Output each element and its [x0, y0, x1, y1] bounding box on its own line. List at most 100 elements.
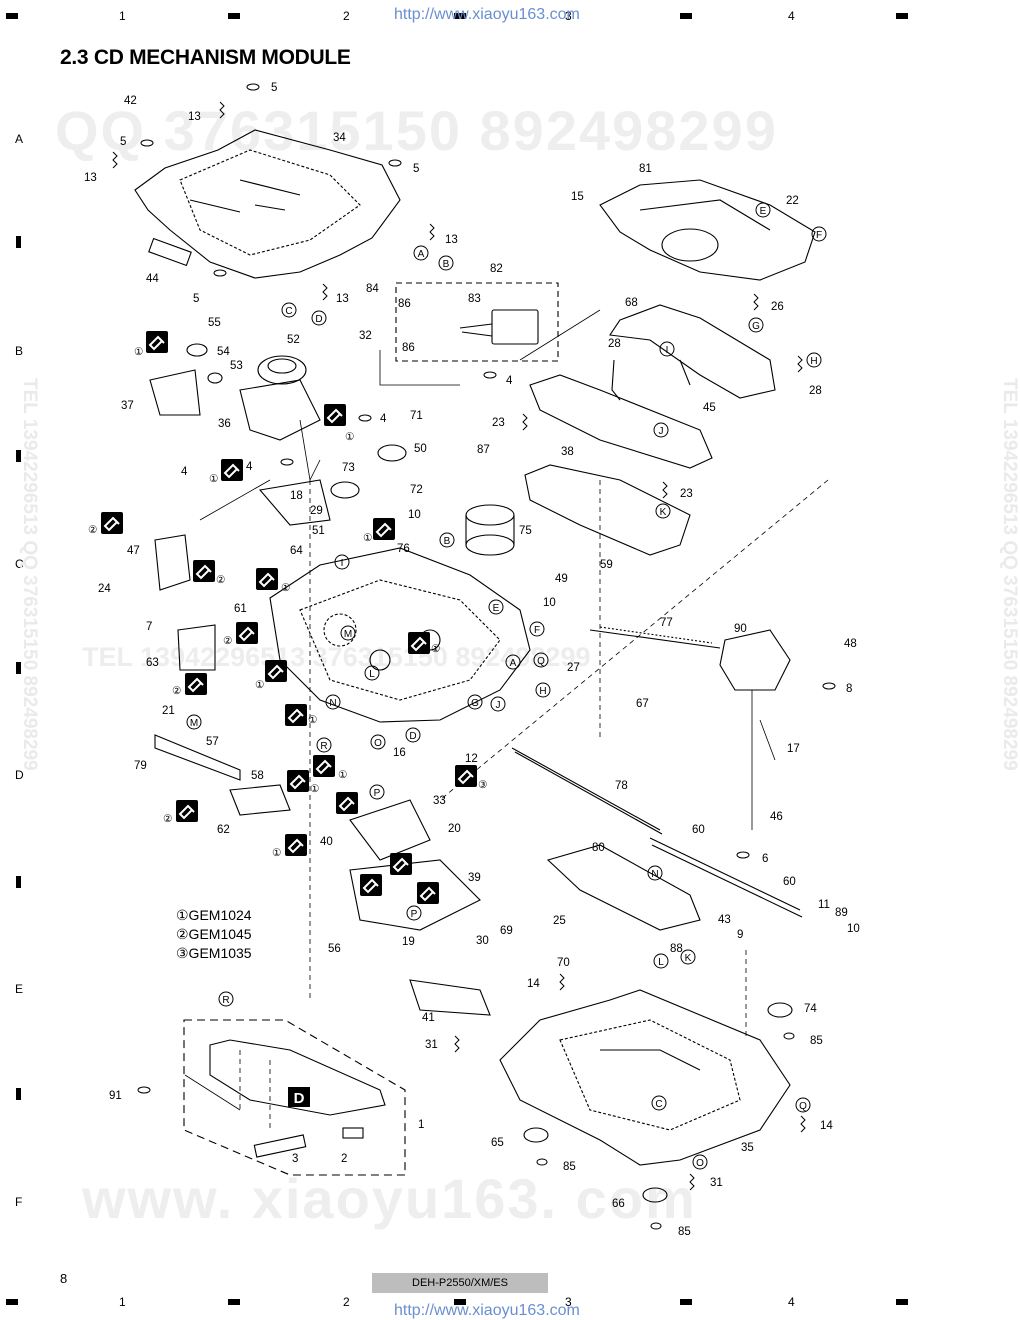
svg-text:68: 68 [625, 297, 638, 309]
register-mark [16, 450, 21, 462]
svg-text:①: ① [272, 847, 282, 859]
row-letter: C [15, 557, 24, 571]
svg-text:40: 40 [320, 836, 333, 848]
svg-text:①: ① [310, 783, 320, 795]
svg-text:J: J [659, 426, 664, 437]
column-number: 3 [565, 9, 572, 23]
svg-text:D: D [315, 314, 322, 325]
svg-text:77: 77 [660, 617, 673, 629]
svg-text:70: 70 [557, 957, 570, 969]
svg-text:4: 4 [246, 461, 253, 473]
svg-text:27: 27 [567, 662, 580, 674]
svg-text:N: N [651, 869, 658, 880]
svg-text:2: 2 [341, 1153, 347, 1165]
svg-text:31: 31 [425, 1039, 438, 1051]
svg-text:H: H [539, 686, 546, 697]
row-letter: F [15, 1195, 23, 1209]
svg-text:55: 55 [208, 317, 221, 329]
svg-text:64: 64 [290, 545, 303, 557]
svg-text:②: ② [88, 524, 98, 536]
svg-text:87: 87 [477, 444, 490, 456]
svg-text:91: 91 [109, 1090, 122, 1102]
grease-legend: ①GEM1024 ②GEM1045 ③GEM1035 [176, 906, 252, 963]
svg-text:18: 18 [290, 490, 303, 502]
watermark-site: www. xiaoyu163. com [82, 1167, 697, 1230]
svg-text:13: 13 [445, 234, 458, 246]
svg-text:I: I [341, 558, 344, 569]
register-mark [896, 13, 908, 19]
svg-text:67: 67 [636, 698, 649, 710]
svg-text:R: R [320, 741, 327, 752]
svg-text:Q: Q [799, 1101, 807, 1112]
svg-text:82: 82 [490, 263, 503, 275]
svg-text:49: 49 [555, 573, 568, 585]
svg-text:25: 25 [553, 915, 566, 927]
svg-text:48: 48 [844, 638, 857, 650]
svg-text:21: 21 [162, 705, 175, 717]
svg-text:63: 63 [146, 657, 159, 669]
svg-text:8: 8 [846, 683, 852, 695]
svg-text:53: 53 [230, 360, 243, 372]
svg-text:89: 89 [835, 907, 848, 919]
register-mark [228, 13, 240, 19]
svg-text:43: 43 [718, 914, 731, 926]
svg-text:4: 4 [181, 466, 188, 478]
register-mark [6, 13, 18, 19]
svg-text:②: ② [172, 685, 182, 697]
svg-text:G: G [752, 321, 760, 332]
legend-item: ③GEM1035 [176, 945, 252, 961]
svg-text:16: 16 [393, 747, 406, 759]
svg-text:M: M [190, 718, 198, 729]
footer-url[interactable]: http://www.xiaoyu163.com [394, 1302, 580, 1319]
svg-text:E: E [760, 206, 767, 217]
register-mark [680, 1299, 692, 1305]
svg-text:22: 22 [786, 195, 799, 207]
svg-text:10: 10 [543, 597, 556, 609]
svg-text:O: O [374, 738, 382, 749]
svg-text:33: 33 [433, 795, 446, 807]
svg-text:54: 54 [217, 346, 230, 358]
svg-text:62: 62 [217, 824, 230, 836]
svg-text:31: 31 [710, 1177, 723, 1189]
svg-text:①: ① [363, 532, 373, 544]
header-url[interactable]: http://www.xiaoyu163.com [394, 6, 580, 23]
svg-text:37: 37 [121, 400, 134, 412]
svg-text:65: 65 [491, 1137, 504, 1149]
svg-text:①: ① [345, 431, 355, 443]
row-letter: E [15, 982, 24, 996]
svg-text:58: 58 [251, 770, 264, 782]
svg-text:E: E [493, 603, 500, 614]
svg-text:78: 78 [615, 780, 628, 792]
svg-text:N: N [329, 698, 336, 709]
svg-text:11: 11 [818, 899, 830, 911]
svg-text:7: 7 [146, 621, 152, 633]
svg-text:73: 73 [342, 462, 355, 474]
svg-text:19: 19 [402, 936, 415, 948]
svg-text:I: I [666, 345, 669, 356]
svg-text:F: F [534, 625, 540, 636]
svg-text:5: 5 [271, 82, 277, 94]
svg-text:28: 28 [608, 338, 621, 350]
svg-text:47: 47 [127, 545, 140, 557]
svg-text:C: C [285, 306, 292, 317]
model-number: DEH-P2550/XM/ES [372, 1273, 548, 1293]
svg-text:80: 80 [592, 842, 605, 854]
svg-text:①: ① [431, 643, 441, 655]
svg-text:P: P [411, 909, 418, 920]
svg-text:23: 23 [680, 488, 693, 500]
svg-text:17: 17 [787, 743, 800, 755]
svg-text:85: 85 [563, 1161, 576, 1173]
column-number: 2 [343, 9, 350, 23]
svg-text:60: 60 [692, 824, 705, 836]
register-mark [896, 1299, 908, 1305]
column-number: 4 [788, 1295, 795, 1309]
svg-text:75: 75 [519, 525, 532, 537]
register-mark [454, 1299, 466, 1305]
svg-text:L: L [658, 957, 664, 968]
column-number: 3 [565, 1295, 572, 1309]
svg-text:4: 4 [380, 413, 387, 425]
svg-text:85: 85 [678, 1226, 691, 1238]
watermark-tel: TEL 13942296513 376315150 892498299 [82, 642, 591, 672]
svg-text:34: 34 [333, 132, 346, 144]
svg-text:44: 44 [146, 273, 159, 285]
